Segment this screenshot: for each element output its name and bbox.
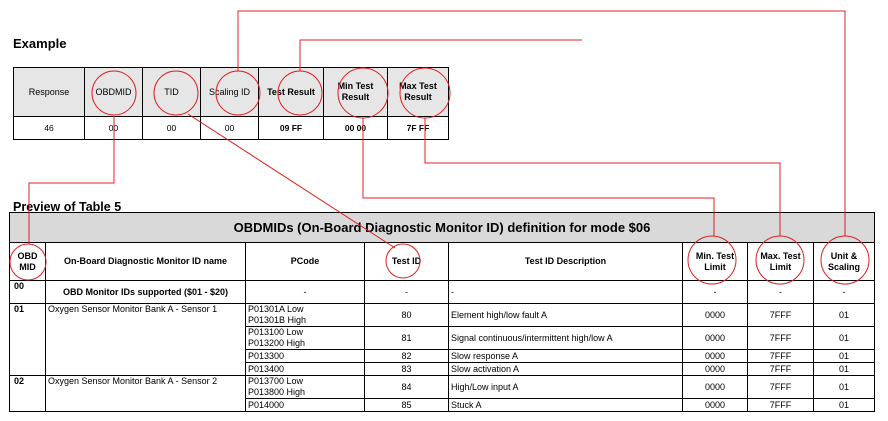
- cell-unit: 01: [813, 375, 875, 399]
- cell-max: 7FFF: [747, 398, 814, 412]
- table5-title-row: OBDMIDs (On-Board Diagnostic Monitor ID)…: [9, 212, 875, 243]
- cell-pcode: P013100 Low P013200 High: [245, 326, 365, 350]
- table-row: 02 Oxygen Sensor Monitor Bank A - Sensor…: [9, 375, 875, 412]
- cell-unit: 01: [813, 326, 875, 350]
- value-response: 46: [13, 116, 85, 140]
- cell-desc: Element high/low fault A: [448, 303, 683, 327]
- table-row: 01 Oxygen Sensor Monitor Bank A - Sensor…: [9, 303, 875, 376]
- row00-pcode: -: [245, 280, 365, 304]
- table-row: P013400 83 Slow activation A 0000 7FFF 0…: [10, 362, 875, 376]
- example-header-row: Response OBDMID TID Scaling ID Test Resu…: [13, 67, 449, 117]
- header-max-test-result: Max Test Result: [387, 67, 449, 117]
- table-row: P013100 Low P013200 High 81 Signal conti…: [10, 326, 875, 350]
- cell-desc: Stuck A: [448, 398, 683, 412]
- col-test-id: Test ID: [364, 242, 449, 281]
- row00-min: -: [682, 280, 748, 304]
- col-monitor-name: On-Board Diagnostic Monitor ID name: [45, 242, 246, 281]
- cell-min: 0000: [682, 303, 748, 327]
- row00-desc: -: [448, 280, 683, 304]
- col-max-limit: Max. Test Limit: [747, 242, 814, 281]
- cell-tid: 81: [364, 326, 449, 350]
- cell-unit: 01: [813, 349, 875, 363]
- cell-max: 7FFF: [747, 375, 814, 399]
- cell-unit: 01: [813, 362, 875, 376]
- table5-header-row: OBD MID On-Board Diagnostic Monitor ID n…: [9, 242, 875, 281]
- cell-unit: 01: [813, 303, 875, 327]
- cell-desc: High/Low input A: [448, 375, 683, 399]
- table-row: 00 OBD Monitor IDs supported ($01 - $20)…: [9, 280, 875, 304]
- col-obd-mid: OBD MID: [9, 242, 46, 281]
- cell-max: 7FFF: [747, 362, 814, 376]
- value-max-test-result: 7F FF: [387, 116, 449, 140]
- cell-pcode: P013400: [245, 362, 365, 376]
- cell-unit: 01: [813, 398, 875, 412]
- cell-tid: 82: [364, 349, 449, 363]
- group02-name: Oxygen Sensor Monitor Bank A - Sensor 2: [45, 375, 246, 412]
- table-row: P014000 85 Stuck A 0000 7FFF 01: [10, 398, 875, 412]
- cell-min: 0000: [682, 349, 748, 363]
- row00-mid: 00: [9, 280, 46, 304]
- header-tid: TID: [142, 67, 201, 117]
- row00-name: OBD Monitor IDs supported ($01 - $20): [45, 280, 246, 304]
- value-min-test-result: 00 00: [323, 116, 388, 140]
- cell-min: 0000: [682, 362, 748, 376]
- example-value-row: 46 00 00 00 09 FF 00 00 7F FF: [13, 116, 449, 140]
- col-min-limit: Min. Test Limit: [682, 242, 748, 281]
- row00-tid: -: [364, 280, 449, 304]
- cell-min: 0000: [682, 398, 748, 412]
- cell-max: 7FFF: [747, 303, 814, 327]
- cell-desc: Slow response A: [448, 349, 683, 363]
- cell-pcode: P014000: [245, 398, 365, 412]
- header-response: Response: [13, 67, 85, 117]
- col-unit-scaling: Unit & Scaling: [813, 242, 875, 281]
- col-test-description: Test ID Description: [448, 242, 683, 281]
- cell-pcode: P013700 Low P013800 High: [245, 375, 365, 399]
- row00-unit: -: [813, 280, 875, 304]
- example-heading: Example: [13, 36, 67, 51]
- cell-min: 0000: [682, 326, 748, 350]
- value-obdmid: 00: [84, 116, 143, 140]
- cell-pcode: P013300: [245, 349, 365, 363]
- cell-tid: 85: [364, 398, 449, 412]
- cell-min: 0000: [682, 375, 748, 399]
- example-table: Response OBDMID TID Scaling ID Test Resu…: [13, 67, 449, 140]
- table5-title: OBDMIDs (On-Board Diagnostic Monitor ID)…: [9, 212, 875, 243]
- cell-tid: 83: [364, 362, 449, 376]
- cell-max: 7FFF: [747, 326, 814, 350]
- value-tid: 00: [142, 116, 201, 140]
- value-scaling-id: 00: [200, 116, 259, 140]
- cell-max: 7FFF: [747, 349, 814, 363]
- group01-name: Oxygen Sensor Monitor Bank A - Sensor 1: [45, 303, 246, 376]
- group02-mid: 02: [9, 375, 46, 412]
- row00-max: -: [747, 280, 814, 304]
- header-test-result: Test Result: [258, 67, 324, 117]
- cell-tid: 84: [364, 375, 449, 399]
- cell-tid: 80: [364, 303, 449, 327]
- header-min-test-result: Min Test Result: [323, 67, 388, 117]
- header-obdmid: OBDMID: [84, 67, 143, 117]
- cell-pcode: P01301A Low P01301B High: [245, 303, 365, 327]
- cell-desc: Signal continuous/intermittent high/low …: [448, 326, 683, 350]
- cell-desc: Slow activation A: [448, 362, 683, 376]
- group01-mid: 01: [9, 303, 46, 376]
- header-scaling-id: Scaling ID: [200, 67, 259, 117]
- table5: OBDMIDs (On-Board Diagnostic Monitor ID)…: [9, 212, 875, 412]
- col-pcode: PCode: [245, 242, 365, 281]
- value-test-result: 09 FF: [258, 116, 324, 140]
